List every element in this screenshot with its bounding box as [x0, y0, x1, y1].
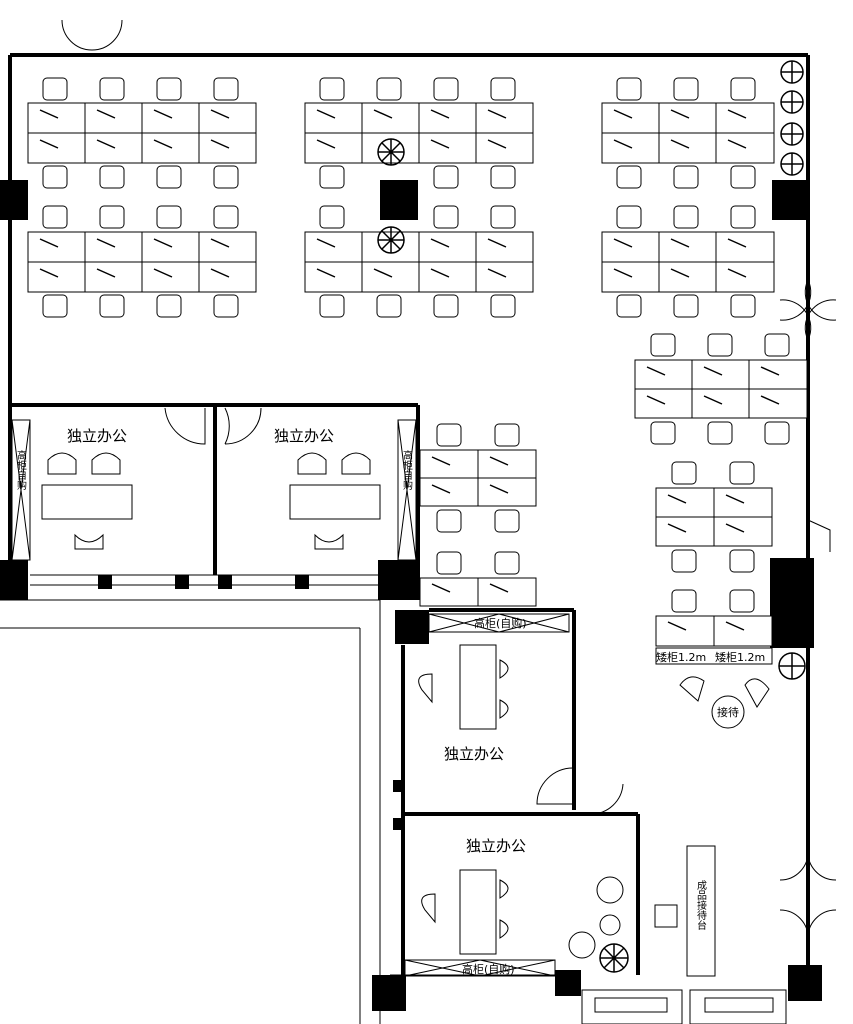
pillar	[98, 575, 112, 589]
pillar	[788, 965, 822, 1001]
plant-icon	[780, 90, 804, 114]
pillar	[175, 575, 189, 589]
plant-icon	[780, 122, 804, 146]
pillar	[0, 180, 28, 220]
label-office-b: 独立办公	[274, 427, 334, 445]
label-office-d: 独立办公	[466, 837, 526, 855]
desk-cluster	[601, 231, 775, 293]
pillar	[395, 610, 429, 644]
plant-icon	[780, 152, 804, 176]
desk-cluster	[634, 359, 808, 419]
label-high-cabinet-1: 高柜(自购)	[474, 616, 527, 630]
pillar	[372, 975, 406, 1011]
bottom-structures	[581, 989, 787, 1024]
label-reception-desk: 成品接待台	[695, 880, 707, 931]
label-side-cabinet-mid: 高柜自购	[401, 449, 413, 491]
label-low-cabinet-1: 矮柜1.2m	[656, 650, 706, 664]
pillar	[555, 970, 581, 996]
chairs	[42, 77, 790, 613]
desk-cluster	[655, 615, 773, 647]
office-furniture	[41, 452, 770, 959]
label-reception-round: 接待	[717, 705, 739, 719]
plant-icon	[778, 652, 806, 680]
label-high-cabinet-2: 高柜(自购)	[462, 962, 515, 976]
label-side-cabinet-left: 高柜自购	[15, 449, 27, 491]
pillar	[772, 180, 808, 220]
desk-cluster	[304, 231, 534, 293]
desk-cluster	[419, 449, 537, 507]
desk-cluster	[304, 102, 534, 164]
pillar	[770, 558, 814, 648]
office-walls	[10, 403, 640, 976]
pillar	[378, 560, 420, 600]
desk-cluster	[27, 231, 257, 293]
plant-icon	[780, 60, 804, 84]
desk-details	[39, 109, 780, 631]
pillar	[218, 575, 232, 589]
plant-icon	[377, 226, 405, 254]
pillar	[0, 560, 28, 600]
label-office-c: 独立办公	[444, 745, 504, 763]
plant-icon	[377, 138, 405, 166]
doors	[61, 19, 837, 941]
desk-cluster	[27, 102, 257, 164]
plant-icon	[599, 943, 629, 973]
desk-cluster	[419, 577, 537, 607]
pillar	[295, 575, 309, 589]
desk-cluster	[601, 102, 775, 164]
label-low-cabinet-2: 矮柜1.2m	[715, 650, 765, 664]
label-office-a: 独立办公	[67, 427, 127, 445]
plants	[377, 60, 806, 973]
cabinets	[11, 419, 773, 977]
